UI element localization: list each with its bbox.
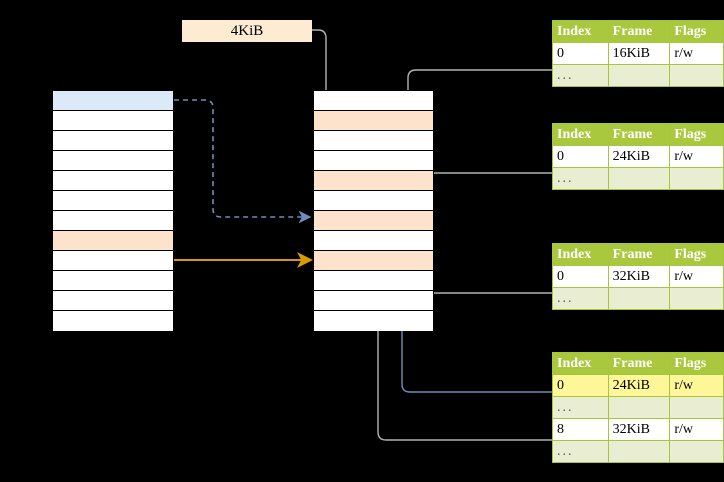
cell-frame (607, 440, 671, 463)
physical-frame-cell-0 (314, 91, 433, 111)
cell-frame (607, 287, 671, 310)
wire-table3-to-frame (417, 262, 552, 294)
cell-flags (669, 64, 724, 87)
cell-index: ... (552, 396, 609, 419)
cell-frame: 24KiB (607, 145, 671, 168)
virtual-page-cell-1 (53, 111, 173, 131)
column-header-frame: Frame (607, 243, 671, 266)
cell-index: 0 (552, 42, 609, 65)
cell-flags: r/w (669, 42, 724, 65)
cell-flags (669, 440, 724, 463)
cell-flags (669, 287, 724, 310)
physical-frame-cell-1 (314, 111, 433, 131)
cell-index: ... (552, 64, 609, 87)
cell-frame: 24KiB (607, 374, 671, 397)
page-size-label: 4KiB (182, 20, 312, 42)
virtual-page-cell-8 (53, 251, 173, 271)
virtual-page-cell-9 (53, 271, 173, 291)
cell-index: ... (552, 440, 609, 463)
virtual-page-cell-6 (53, 211, 173, 231)
column-header-frame: Frame (607, 352, 671, 375)
virtual-page-cell-11 (53, 311, 173, 331)
column-header-index: Index (552, 243, 609, 266)
physical-frame-cell-4 (314, 171, 433, 191)
cell-index: ... (552, 167, 609, 190)
column-header-frame: Frame (607, 20, 671, 43)
cell-flags: r/w (669, 374, 724, 397)
physical-frame-cell-10 (314, 291, 433, 311)
virtual-page-cell-0 (53, 91, 173, 111)
cell-flags (669, 396, 724, 419)
cell-frame: 32KiB (607, 418, 671, 441)
column-header-flags: Flags (669, 20, 724, 43)
column-header-index: Index (552, 20, 609, 43)
cell-index: 0 (552, 265, 609, 288)
physical-frame-cell-2 (314, 131, 433, 151)
cell-frame (607, 64, 671, 87)
cell-flags: r/w (669, 145, 724, 168)
virtual-page-cell-7 (53, 231, 173, 251)
cell-frame: 16KiB (607, 42, 671, 65)
cell-frame (607, 167, 671, 190)
table-row: ... (552, 440, 724, 463)
physical-frame-cell-6 (314, 211, 433, 231)
virtual-page-cell-5 (53, 191, 173, 211)
column-header-index: Index (552, 352, 609, 375)
physical-frame-cell-8 (314, 251, 433, 271)
column-header-flags: Flags (669, 243, 724, 266)
wire-blue-dashed-translation (174, 99, 312, 224)
column-header-flags: Flags (669, 352, 724, 375)
wire-table2-to-frame (414, 172, 552, 212)
column-header-index: Index (552, 123, 609, 146)
physical-frame-cell-5 (314, 191, 433, 211)
cell-flags: r/w (669, 418, 724, 441)
virtual-address-space-stack (52, 90, 174, 331)
physical-frame-cell-11 (314, 311, 433, 331)
physical-frame-cell-7 (314, 231, 433, 251)
cell-index: ... (552, 287, 609, 310)
cell-frame: 32KiB (607, 265, 671, 288)
table-row: ... (552, 396, 724, 419)
cell-index: 8 (552, 418, 609, 441)
cell-flags (669, 167, 724, 190)
physical-frame-cell-9 (314, 271, 433, 291)
virtual-page-cell-2 (53, 131, 173, 151)
virtual-page-cell-10 (53, 291, 173, 311)
table-row: ... (552, 287, 724, 310)
cell-flags: r/w (669, 265, 724, 288)
cell-frame (607, 396, 671, 419)
table-row: ... (552, 64, 724, 87)
cell-index: 0 (552, 374, 609, 397)
virtual-page-cell-4 (53, 171, 173, 191)
table-row: ... (552, 167, 724, 190)
physical-memory-stack (313, 90, 434, 331)
physical-frame-cell-3 (314, 151, 433, 171)
virtual-page-cell-3 (53, 151, 173, 171)
column-header-frame: Frame (607, 123, 671, 146)
cell-index: 0 (552, 145, 609, 168)
column-header-flags: Flags (669, 123, 724, 146)
